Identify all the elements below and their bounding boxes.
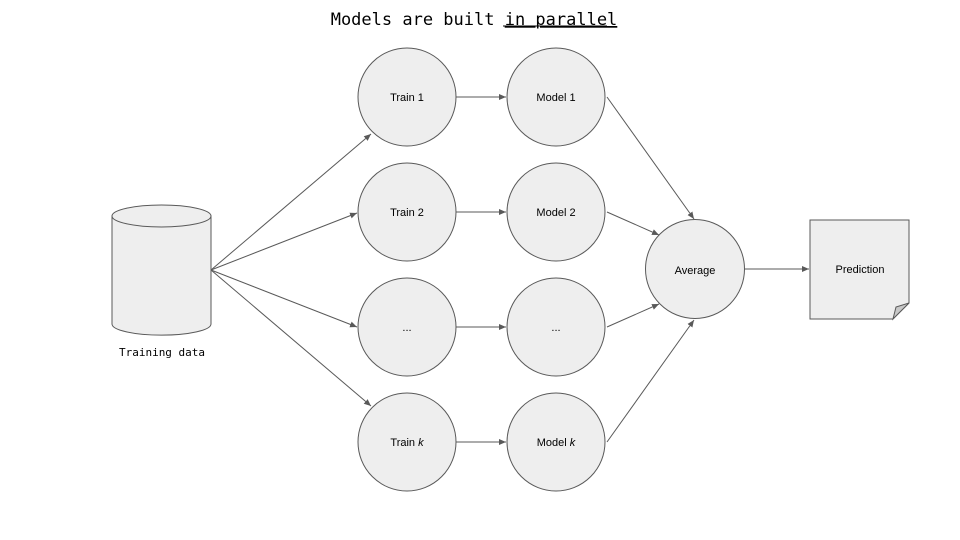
edge-data-to-train-k (210, 269, 372, 407)
average-node: Average (645, 219, 745, 319)
document-icon: Prediction (809, 219, 910, 321)
train-node-2-label: Train 2 (390, 207, 424, 219)
edge-data-to-train-3 (210, 269, 358, 328)
title-prefix: Models are built (331, 10, 505, 30)
model-node-1-label: Model 1 (536, 92, 575, 104)
model-node-3: ... (506, 277, 606, 377)
train-node-2: Train 2 (357, 162, 457, 262)
train-node-1: Train 1 (357, 47, 457, 147)
training-data-label: Training data (119, 346, 205, 359)
train-node-3: ... (357, 277, 457, 377)
model-node-2: Model 2 (506, 162, 606, 262)
train-node-3-label: ... (402, 322, 411, 334)
database-cylinder-icon (111, 204, 212, 336)
prediction-label: Prediction (836, 264, 885, 276)
edge-model-3-to-average (606, 303, 660, 328)
diagram-title: Models are built in parallel (331, 10, 618, 30)
train-node-k-prefix: Train (390, 437, 418, 449)
title-emphasis: in parallel (505, 10, 618, 30)
edge-data-to-train-1 (210, 133, 372, 271)
train-node-k-label: Train k (390, 437, 424, 449)
model-node-k: Model k (506, 392, 606, 492)
average-node-label: Average (675, 265, 716, 277)
model-node-1: Model 1 (506, 47, 606, 147)
model-node-k-prefix: Model (537, 437, 570, 449)
edge-data-to-train-2 (210, 212, 358, 271)
edge-model-k-to-average (606, 319, 695, 443)
model-node-2-label: Model 2 (536, 207, 575, 219)
train-node-1-label: Train 1 (390, 92, 424, 104)
edge-model-1-to-average (606, 96, 695, 220)
model-node-k-label: Model k (537, 437, 576, 449)
train-node-k: Train k (357, 392, 457, 492)
model-node-3-label: ... (551, 322, 560, 334)
train-node-k-suffix: k (418, 437, 424, 449)
edge-model-2-to-average (606, 211, 660, 236)
model-node-k-suffix: k (570, 437, 576, 449)
